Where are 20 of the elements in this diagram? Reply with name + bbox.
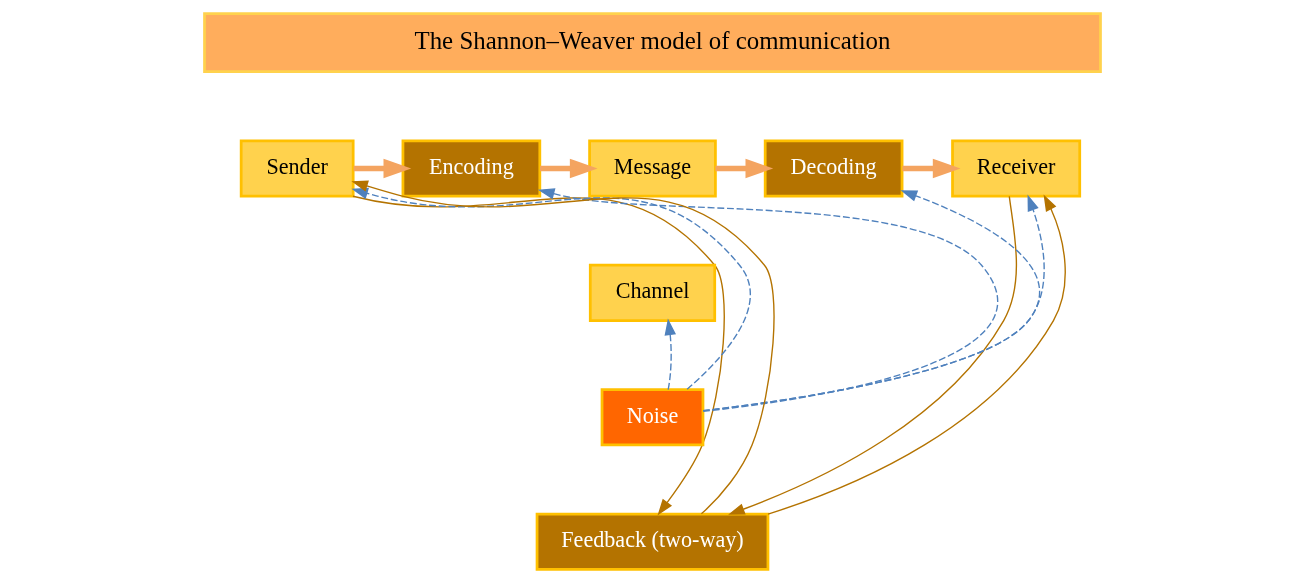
- node-box: Sender: [239, 139, 355, 198]
- arrow: [539, 158, 598, 179]
- node-box: Feedback (two-way): [535, 512, 769, 571]
- arrow: [714, 158, 773, 179]
- arrow: [350, 180, 775, 515]
- node-box: Encoding: [401, 139, 541, 198]
- arrow: [664, 318, 676, 391]
- arrow: [351, 195, 725, 516]
- arrow: [537, 188, 998, 413]
- node-box: Channel: [588, 263, 716, 322]
- arrow: [353, 158, 411, 179]
- arrow: [350, 187, 751, 390]
- node-box: Decoding: [763, 139, 903, 198]
- node-box: Receiver: [950, 139, 1081, 198]
- arrow: [727, 195, 1017, 515]
- arrow: [766, 194, 1066, 515]
- node-box: Message: [587, 139, 717, 198]
- arrow: [901, 158, 961, 179]
- node-box: Noise: [600, 388, 704, 447]
- node-box: The Shannon–Weaver model of communication: [202, 12, 1102, 74]
